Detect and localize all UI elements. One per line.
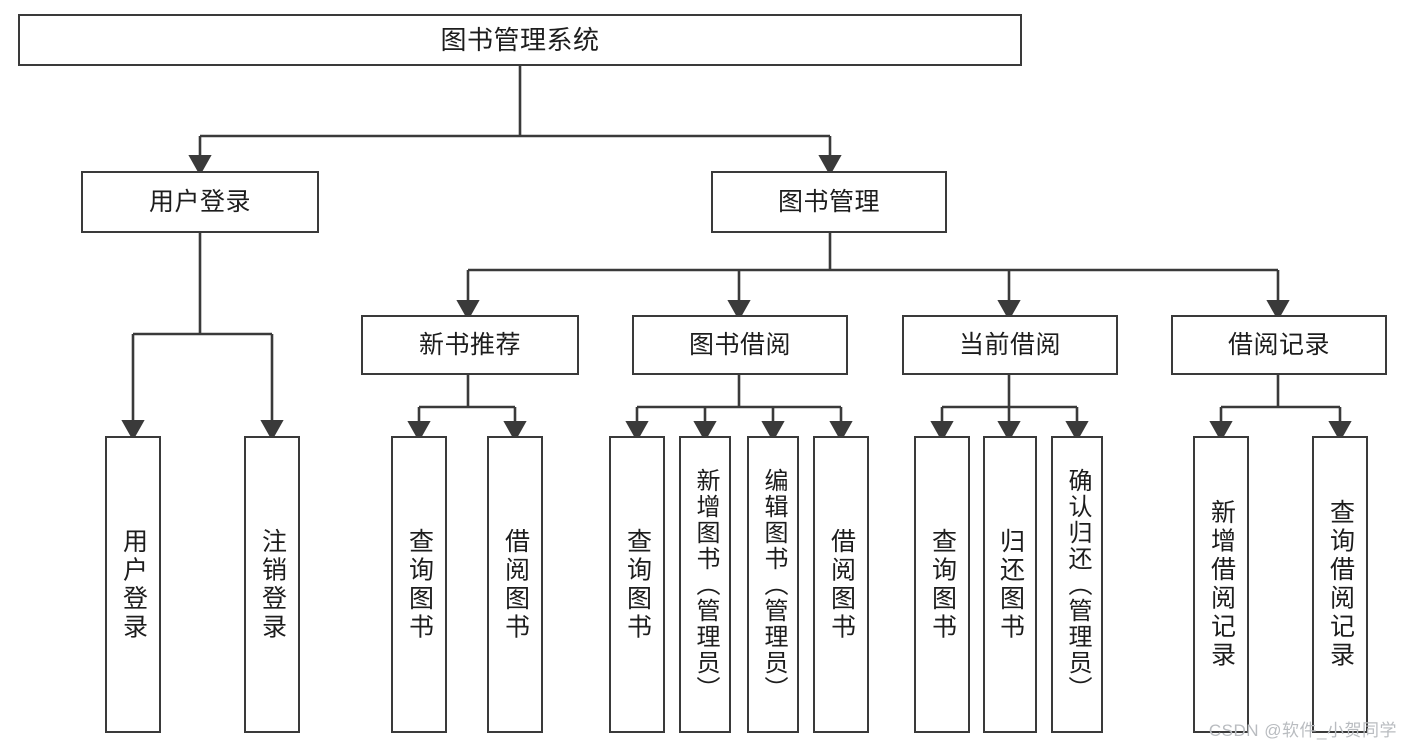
node-label: 新增借阅记录	[1207, 499, 1236, 670]
leaf-user-login-login[interactable]: 用户登录	[105, 436, 161, 733]
node-label: 查询图书	[928, 527, 957, 642]
node-label: 图书管理	[777, 187, 880, 216]
node-label: 借阅记录	[1227, 330, 1330, 359]
node-label: 图书管理系统	[440, 24, 600, 55]
leaf-user-login-logout[interactable]: 注销登录	[244, 436, 300, 733]
leaf-current-return-book[interactable]: 归还图书	[983, 436, 1037, 733]
node-label: 借阅图书	[827, 527, 856, 642]
node-book-management[interactable]: 图书管理	[711, 171, 947, 233]
node-label: 新书推荐	[418, 330, 521, 359]
node-label: 确认归还（管理员）	[1064, 467, 1091, 702]
node-label: 借阅图书	[501, 527, 530, 642]
leaf-borrow-query-book[interactable]: 查询图书	[609, 436, 665, 733]
leaf-current-query-book[interactable]: 查询图书	[914, 436, 970, 733]
leaf-borrow-edit-book-admin[interactable]: 编辑图书（管理员）	[747, 436, 799, 733]
node-label: 归还图书	[996, 527, 1025, 642]
node-label: 用户登录	[148, 187, 251, 216]
node-label: 新增图书（管理员）	[692, 467, 719, 702]
node-label: 查询图书	[405, 527, 434, 642]
leaf-new-book-query[interactable]: 查询图书	[391, 436, 447, 733]
node-label: 编辑图书（管理员）	[760, 467, 787, 702]
node-new-book-recommend[interactable]: 新书推荐	[361, 315, 579, 375]
leaf-borrow-borrow-book[interactable]: 借阅图书	[813, 436, 869, 733]
csdn-watermark: CSDN @软件_小贺同学	[1208, 721, 1397, 740]
node-label: 查询借阅记录	[1326, 499, 1355, 670]
node-user-login[interactable]: 用户登录	[81, 171, 319, 233]
node-borrow-record[interactable]: 借阅记录	[1171, 315, 1387, 375]
leaf-new-book-borrow[interactable]: 借阅图书	[487, 436, 543, 733]
leaf-record-query-borrow-record[interactable]: 查询借阅记录	[1312, 436, 1368, 733]
leaf-record-add-borrow-record[interactable]: 新增借阅记录	[1193, 436, 1249, 733]
node-label: 注销登录	[258, 527, 287, 642]
node-root-system[interactable]: 图书管理系统	[18, 14, 1022, 66]
node-label: 用户登录	[119, 527, 148, 642]
node-current-borrow[interactable]: 当前借阅	[902, 315, 1118, 375]
leaf-borrow-add-book-admin[interactable]: 新增图书（管理员）	[679, 436, 731, 733]
node-label: 当前借阅	[958, 330, 1061, 359]
node-label: 查询图书	[623, 527, 652, 642]
leaf-current-confirm-return-admin[interactable]: 确认归还（管理员）	[1051, 436, 1103, 733]
node-book-borrow[interactable]: 图书借阅	[632, 315, 848, 375]
node-label: 图书借阅	[688, 330, 791, 359]
